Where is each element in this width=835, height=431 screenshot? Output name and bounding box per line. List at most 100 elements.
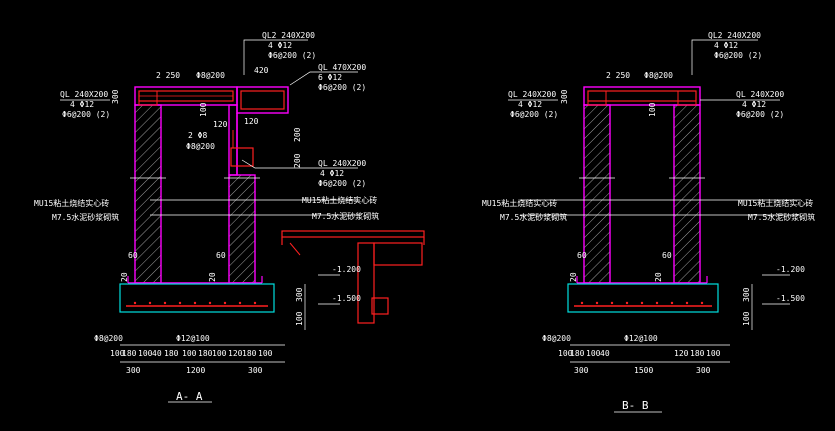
b-ql-right-line3: Φ6@200 (2) <box>736 110 784 119</box>
b-base-rebar-mid: Φ12@100 <box>624 334 658 343</box>
b-ql-left-line3: Φ6@200 (2) <box>510 110 558 119</box>
a-dim-420: 420 <box>254 66 269 75</box>
b-top-slab <box>583 86 701 106</box>
a-foundation <box>119 283 275 313</box>
a-dim-r2-1: 1200 <box>186 366 205 375</box>
a-left-wall <box>134 104 162 284</box>
a-ql470-line2: 6 Φ12 <box>318 73 342 82</box>
b-wall-note2-right: M7.5水泥砂浆砌筑 <box>748 212 815 222</box>
a-dim-200b: 200 <box>293 153 302 168</box>
a-dim-r1-3: 40 <box>152 349 162 358</box>
b-foundation <box>567 283 719 313</box>
b-dim-r2-1: 1500 <box>634 366 653 375</box>
b-wall-note1: MU15粘土烧结实心砖 <box>482 198 557 208</box>
a-ql-mid-line3: Φ6@200 (2) <box>318 179 366 188</box>
b-ql-right-line1: QL 240X200 <box>736 90 784 99</box>
a-dim-120b: 120 <box>244 117 259 126</box>
b-dim-r1-2: 100 <box>586 349 601 358</box>
b-elev-2: -1.500 <box>776 294 805 303</box>
a-bar-2phi8: 2 Φ8 <box>188 131 207 140</box>
a-dim-r1-0: 100 <box>110 349 125 358</box>
a-dim-60-left: 60 <box>128 251 138 260</box>
a-slab-rebar-left: 2 250 <box>156 71 180 80</box>
b-wall-note1-right: MU15粘土烧结实心砖 <box>738 198 813 208</box>
a-dim-300-top: 300 <box>111 89 120 104</box>
a-wall-note1: MU15粘土烧结实心砖 <box>34 198 109 208</box>
b-dim-r1-3: 40 <box>600 349 610 358</box>
a-detail-drawing <box>281 230 425 324</box>
a-dims-row1: 100 180 100 40 180 100 180 100 120 180 1… <box>110 349 273 358</box>
a-right-wall <box>228 174 256 284</box>
a-qL2-line1: QL2 240X200 <box>262 31 315 40</box>
a-ql470-line3: Φ6@200 (2) <box>318 83 366 92</box>
b-qL2-line2: 4 Φ12 <box>714 41 738 50</box>
a-beam-470 <box>236 86 289 114</box>
a-slab-rebar: Φ8@200 <box>196 71 225 80</box>
a-mid-beam-rebar <box>230 147 254 167</box>
a-dim-200a: 200 <box>293 127 302 142</box>
b-dim-r1-0: 100 <box>558 349 573 358</box>
a-section-title: A- A <box>176 390 203 403</box>
a-dim-20-right: 20 <box>208 272 217 282</box>
a-ql-left-line3: Φ6@200 (2) <box>62 110 110 119</box>
a-base-rebar-mid: Φ12@100 <box>176 334 210 343</box>
b-dim-300-top: 300 <box>560 89 569 104</box>
b-dim-r1-4: 120 <box>674 349 689 358</box>
a-qL2-line3: Φ6@200 (2) <box>268 51 316 60</box>
b-dim-20-right: 20 <box>654 272 663 282</box>
b-qL2-line3: Φ6@200 (2) <box>714 51 762 60</box>
a-wall-note2-right: M7.5水泥砂浆砌筑 <box>312 211 379 221</box>
b-right-wall <box>673 104 701 284</box>
a-ql-left-line1: QL 240X200 <box>60 90 108 99</box>
b-ql-right-line2: 4 Φ12 <box>742 100 766 109</box>
a-ql470-line1: QL 470X200 <box>318 63 366 72</box>
b-dim-r2-2: 300 <box>696 366 711 375</box>
a-wall-note2: M7.5水泥砂浆砌筑 <box>52 212 119 222</box>
b-ql-left-line2: 4 Φ12 <box>518 100 542 109</box>
a-base-rebar-left: Φ8@200 <box>94 334 123 343</box>
section-b-labels: QL2 240X200 4 Φ12 Φ6@200 (2) QL 240X200 … <box>482 31 815 412</box>
b-left-wall <box>583 104 611 284</box>
a-dim-r1-6: 180 <box>198 349 213 358</box>
a-elev-1: -1.200 <box>332 265 361 274</box>
a-dim-r2-2: 300 <box>248 366 263 375</box>
b-ql-left-line1: QL 240X200 <box>508 90 556 99</box>
a-dim-r1-7: 100 <box>212 349 227 358</box>
section-a-drawing <box>119 86 289 313</box>
section-a-labels: QL2 240X200 4 Φ12 Φ6@200 (2) QL 470X200 … <box>34 31 379 403</box>
b-dim-r1-6: 100 <box>706 349 721 358</box>
b-right-beam-rebar <box>677 90 697 106</box>
b-dim-r2-0: 300 <box>574 366 589 375</box>
b-dim-r1-5: 180 <box>690 349 705 358</box>
a-ql-mid-line2: 4 Φ12 <box>320 169 344 178</box>
a-dim-r1-9: 180 <box>242 349 257 358</box>
b-dim-20-left: 20 <box>569 272 578 282</box>
a-elev-2: -1.500 <box>332 294 361 303</box>
a-dim-300-side: 300 <box>295 287 304 302</box>
b-slab-rebar-left: 2 250 <box>606 71 630 80</box>
a-dim-r1-8: 120 <box>228 349 243 358</box>
a-dim-r1-2: 100 <box>138 349 153 358</box>
a-bar-phi8: Φ8@200 <box>186 142 215 151</box>
a-dim-r2-0: 300 <box>126 366 141 375</box>
b-dim-100: 100 <box>648 102 657 117</box>
b-left-beam-rebar <box>587 90 607 106</box>
b-qL2-line1: QL2 240X200 <box>708 31 761 40</box>
a-dim-r1-5: 100 <box>182 349 197 358</box>
a-dim-r1-10: 100 <box>258 349 273 358</box>
b-dim-100-side: 100 <box>742 311 751 326</box>
a-dim-r1-1: 180 <box>122 349 137 358</box>
a-dim-20-left: 20 <box>120 272 129 282</box>
a-left-beam-rebar <box>138 90 158 106</box>
a-dim-120a: 120 <box>213 120 228 129</box>
section-b-drawing <box>567 86 719 313</box>
b-slab-rebar: Φ8@200 <box>644 71 673 80</box>
b-annotations <box>508 39 800 413</box>
a-qL2-line2: 4 Φ12 <box>268 41 292 50</box>
b-dims-row1: 100 180 100 40 120 180 100 <box>558 349 721 358</box>
a-ql-left-line2: 4 Φ12 <box>70 100 94 109</box>
b-wall-note2: M7.5水泥砂浆砌筑 <box>500 212 567 222</box>
a-annotations <box>60 39 360 403</box>
b-dim-300-side: 300 <box>742 287 751 302</box>
b-dim-60-left: 60 <box>577 251 587 260</box>
